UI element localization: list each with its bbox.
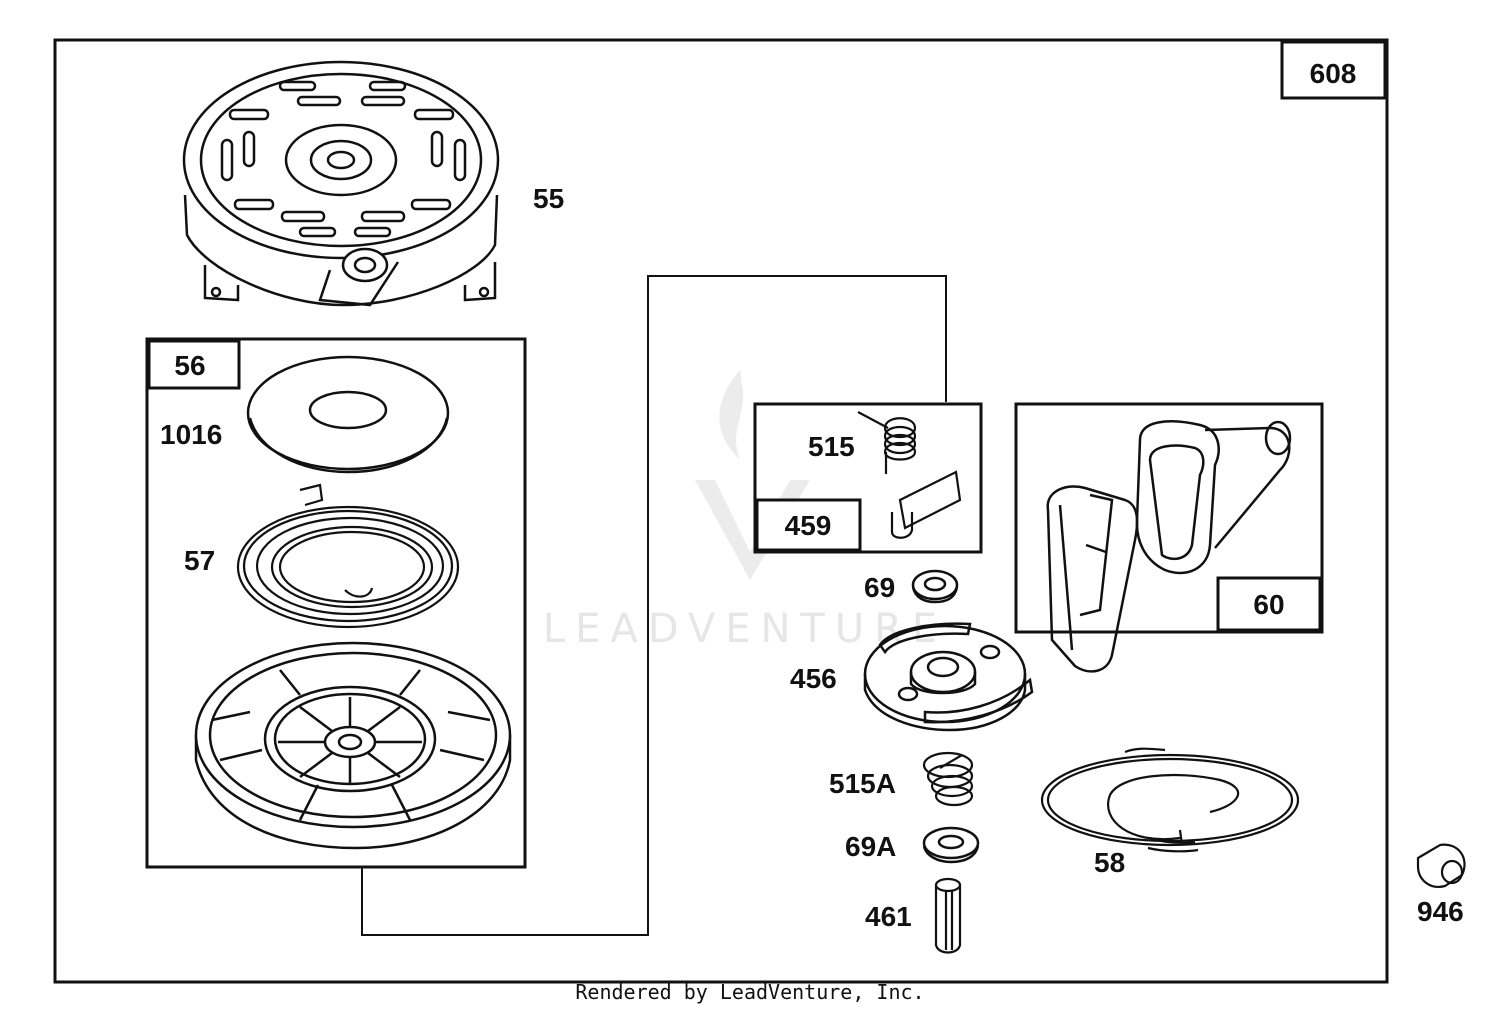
part-label-69a: 69A bbox=[845, 831, 896, 862]
group-box-rewind-reel bbox=[145, 337, 527, 869]
part-label-69: 69 bbox=[864, 572, 895, 603]
pin-drawing bbox=[934, 877, 962, 954]
pulley-drawing bbox=[194, 641, 512, 850]
rewind-spring-drawing bbox=[236, 483, 460, 629]
connector-line bbox=[361, 275, 947, 936]
assembly-label-box: 608 bbox=[1280, 40, 1387, 100]
clip-946-drawing bbox=[1416, 843, 1466, 888]
group-label-rewind-reel: 56 bbox=[174, 350, 205, 381]
part-label-515a: 515A bbox=[829, 768, 896, 799]
watermark: LEADVENTURE bbox=[543, 370, 947, 652]
assembly-label: 608 bbox=[1310, 58, 1357, 89]
group-label-box-pawl-kit: 459 bbox=[755, 498, 862, 552]
part-label-58: 58 bbox=[1094, 847, 1125, 878]
washer-69a-drawing bbox=[922, 826, 980, 864]
part-label-57: 57 bbox=[184, 545, 215, 576]
group-label-handle-kit: 60 bbox=[1253, 589, 1284, 620]
starter-rope-drawing bbox=[1040, 747, 1300, 853]
washer-drawing bbox=[246, 355, 450, 474]
pawl-drawing bbox=[890, 470, 962, 539]
group-label-box-handle-kit: 60 bbox=[1216, 576, 1322, 632]
group-label-box-rewind-reel: 56 bbox=[147, 339, 241, 390]
part-label-515: 515 bbox=[808, 431, 855, 462]
part-label-1016: 1016 bbox=[160, 419, 222, 450]
part-label-461: 461 bbox=[865, 901, 912, 932]
watermark-text: LEADVENTURE bbox=[543, 606, 947, 652]
washer-69-drawing bbox=[911, 569, 959, 604]
footer-credit: Rendered by LeadVenture, Inc. bbox=[575, 980, 925, 1004]
part-label-456: 456 bbox=[790, 663, 837, 694]
spring-515a-drawing bbox=[922, 751, 974, 807]
retainer-drawing bbox=[863, 622, 1034, 732]
group-label-pawl-kit: 459 bbox=[785, 510, 832, 541]
part-label-946: 946 bbox=[1417, 896, 1464, 927]
handle-grip-drawing bbox=[1135, 420, 1292, 575]
group-box-pawl-kit bbox=[753, 402, 983, 554]
group-box-handle-kit bbox=[1014, 402, 1324, 634]
blower-housing-drawing bbox=[182, 60, 500, 307]
handle-insert-drawing bbox=[1046, 485, 1139, 673]
outer-border bbox=[53, 38, 1389, 984]
pawl-spring-drawing bbox=[857, 411, 917, 474]
part-label-55: 55 bbox=[533, 183, 564, 214]
